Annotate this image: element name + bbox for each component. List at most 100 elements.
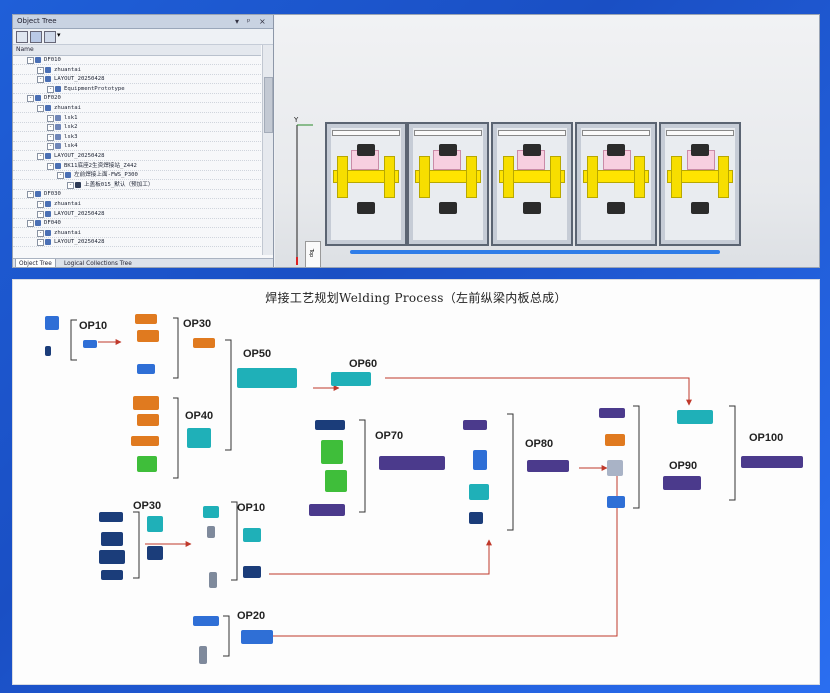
tree-column-header[interactable]: Name (13, 45, 261, 56)
station-rail (666, 130, 734, 136)
tree-expand-toggle[interactable]: - (37, 239, 44, 247)
part-thumbnail (199, 646, 207, 664)
layout-station[interactable] (325, 122, 407, 246)
tree-row-label: DF020 (44, 95, 61, 102)
tree-tool-view-icon[interactable] (44, 31, 56, 43)
part-thumbnail (331, 372, 371, 386)
tree-row[interactable]: - zhuantai (13, 66, 261, 75)
tree-row-label: zhuantai (54, 201, 81, 207)
tree-tool-filter-icon[interactable] (30, 31, 42, 43)
tree-expand-toggle[interactable]: - (47, 85, 54, 93)
part-thumbnail (99, 550, 125, 564)
tab-logical-collections-tree[interactable]: Logical Collections Tree (64, 261, 132, 267)
tree-expand-toggle[interactable]: - (47, 114, 54, 122)
tree-expand-toggle[interactable]: - (27, 95, 34, 103)
station-yellow-beam (499, 170, 565, 183)
tree-expand-toggle[interactable]: - (37, 105, 44, 112)
station-yellow-post (337, 156, 348, 198)
part-thumbnail (203, 506, 219, 518)
tree-expand-toggle[interactable]: - (27, 220, 34, 228)
tree-node-icon (45, 210, 51, 217)
tree-tool-expand-icon[interactable] (16, 31, 28, 43)
tree-expand-toggle[interactable]: - (37, 76, 44, 84)
station-yellow-beam (415, 170, 481, 183)
layout-station[interactable] (659, 122, 741, 246)
part-thumbnail (463, 420, 487, 430)
tree-expand-toggle[interactable]: - (47, 162, 54, 170)
view-cube[interactable]: Top (305, 241, 321, 267)
tree-tool-dropdown-icon[interactable]: ▾ (57, 31, 61, 39)
tree-row[interactable]: -左前焊接上面-FWS_P300 (13, 171, 261, 181)
tree-row[interactable]: -lsk1 (13, 114, 261, 123)
part-thumbnail (131, 436, 159, 446)
tree-expand-toggle[interactable]: - (37, 66, 44, 74)
station-clamp (439, 144, 457, 156)
tree-row[interactable]: -DF010 (13, 56, 261, 65)
tree-row[interactable]: -zhuantai (13, 229, 261, 238)
tree-row-label: DF040 (44, 220, 61, 227)
layout-station[interactable] (491, 122, 573, 246)
tree-row[interactable]: -LAYOUT_20250428 (13, 238, 261, 248)
tree-row[interactable]: - LAYOUT_20250428 (13, 75, 261, 85)
tree-row-label: zhuantai (54, 66, 81, 73)
3d-viewport[interactable]: Y Top (275, 15, 819, 267)
part-thumbnail (677, 410, 713, 424)
tree-row[interactable]: - DF020 (13, 94, 261, 104)
tree-row[interactable]: -EquipmentPrototype (13, 85, 261, 94)
tree-vertical-scrollbar[interactable] (262, 45, 273, 255)
object-tree-title: Object Tree (17, 17, 57, 25)
tree-expand-toggle[interactable]: - (37, 229, 44, 237)
station-yellow-post (503, 156, 514, 198)
station-clamp (357, 144, 375, 156)
part-thumbnail (133, 396, 159, 410)
scrollbar-thumb[interactable] (264, 77, 273, 133)
station-clamp (439, 202, 457, 214)
part-thumbnail (207, 526, 215, 538)
tree-node-icon (35, 95, 41, 102)
op-label-op50: OP50 (243, 348, 272, 360)
column-name-label: Name (16, 46, 34, 53)
station-yellow-beam (333, 170, 399, 183)
tree-row-label: LAYOUT_20250428 (54, 76, 105, 83)
close-icon[interactable]: × (259, 17, 266, 26)
op-label-op10b: OP10 (237, 502, 266, 514)
diagram-title: 焊接工艺规划Welding Process（左前纵梁内板总成） (265, 291, 567, 305)
tree-row[interactable]: - DF040 (13, 219, 261, 229)
tree-row[interactable]: - zhuantai (13, 200, 261, 209)
tree-expand-toggle[interactable]: - (37, 153, 44, 160)
tree-row[interactable]: -LAYOUT_20250428 (13, 210, 261, 219)
tree-expand-toggle[interactable]: - (47, 143, 54, 151)
tree-row[interactable]: -LAYOUT_20250428 (13, 152, 261, 161)
tree-node-icon (45, 105, 51, 111)
tree-row[interactable]: -BK11底座2生资焊接站_Z442 (13, 162, 261, 171)
layout-station[interactable] (407, 122, 489, 246)
bracket-op30b-in (133, 511, 140, 579)
part-thumbnail (187, 428, 211, 448)
tree-expand-toggle[interactable]: - (37, 210, 44, 218)
bracket-op50-in (225, 339, 232, 451)
dropdown-icon[interactable]: ▾ (235, 17, 240, 26)
part-thumbnail (741, 456, 803, 468)
tree-row[interactable]: -DF030 (13, 190, 261, 200)
tree-row[interactable]: -上盖板015_默认（预加工） (13, 181, 261, 190)
bracket-op40-in (173, 397, 179, 479)
pin-icon[interactable]: ᵖ (247, 17, 251, 26)
tree-expand-toggle[interactable]: - (47, 124, 54, 132)
arrow-op60a-op90 (385, 377, 692, 406)
layout-station[interactable] (575, 122, 657, 246)
tab-object-tree[interactable]: Object Tree (15, 259, 56, 267)
tree-expand-toggle[interactable]: - (67, 181, 74, 189)
tree-expand-toggle[interactable]: - (57, 172, 64, 180)
tree-row[interactable]: -lsk4 (13, 142, 261, 152)
station-rail (582, 130, 650, 136)
bracket-op30a-in (173, 317, 179, 379)
tree-expand-toggle[interactable]: - (27, 57, 34, 64)
bracket-op20-in (223, 615, 230, 657)
tree-row[interactable]: -lsk2 (13, 123, 261, 133)
tree-expand-toggle[interactable]: - (47, 133, 54, 141)
tree-expand-toggle[interactable]: - (27, 191, 34, 199)
tree-expand-toggle[interactable]: - (37, 201, 44, 208)
tree-row[interactable]: -lsk3 (13, 133, 261, 142)
tree-row[interactable]: -zhuantai (13, 104, 261, 113)
part-thumbnail (193, 338, 215, 348)
